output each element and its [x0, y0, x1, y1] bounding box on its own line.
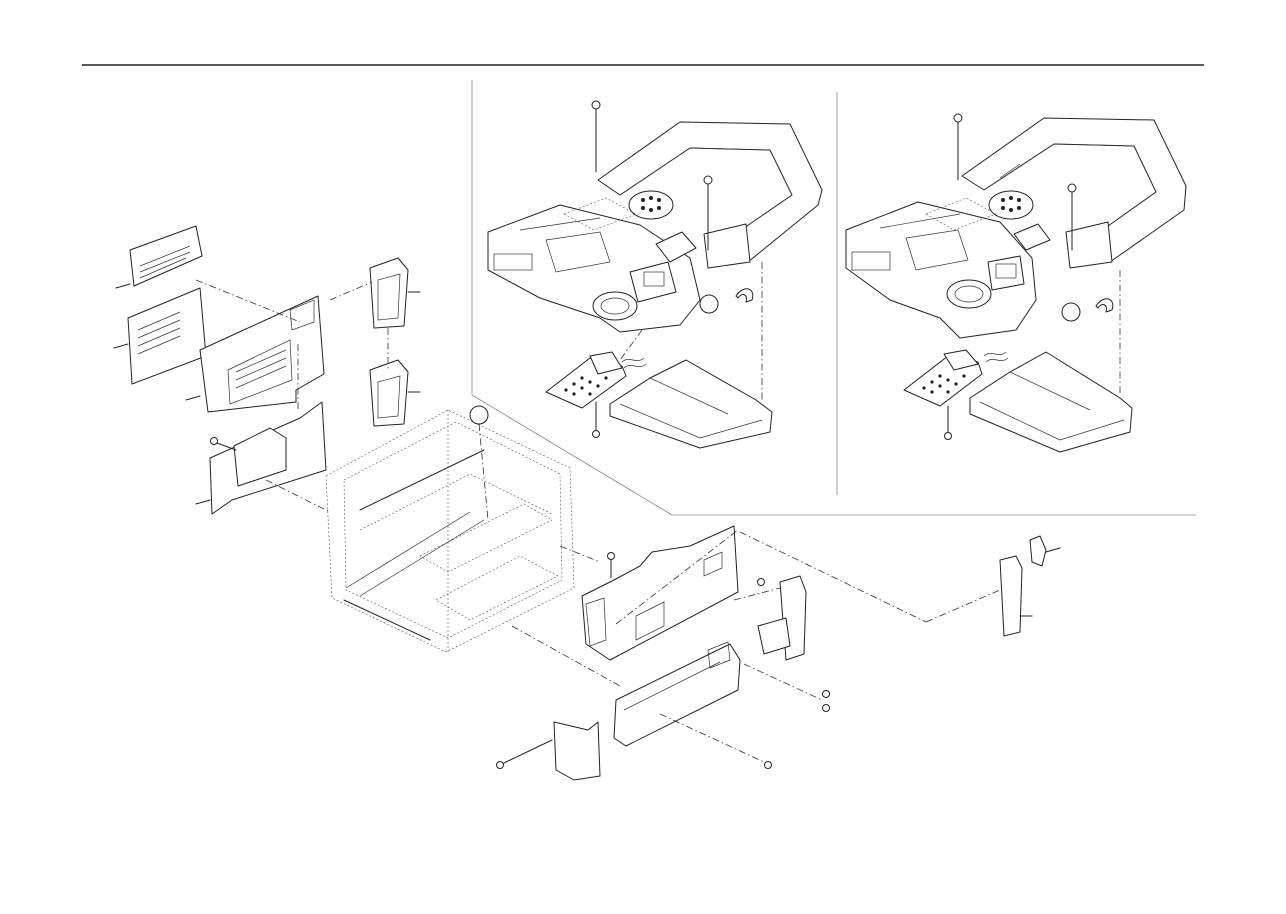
- screw-icon: [944, 113, 1077, 440]
- right-side-cover: [581, 525, 739, 661]
- front-right-cover: [613, 641, 741, 747]
- small-sheet: [655, 231, 697, 263]
- front-panel-housing-variant: [845, 201, 1037, 339]
- inset-1-top-cover-assembly: [487, 100, 823, 449]
- right-upper-cover: [369, 257, 421, 329]
- screw-icon: [210, 437, 218, 445]
- label-sheet: [563, 197, 637, 231]
- reference-circle: [1061, 302, 1081, 322]
- screw-icon: [822, 704, 830, 712]
- reference-circle: [699, 294, 719, 314]
- screw-icon: [591, 100, 713, 438]
- inset-2-top-cover-assembly: [845, 113, 1187, 453]
- far-right-bracket: [999, 535, 1061, 637]
- main-frame-chassis: [325, 405, 575, 653]
- screw-icon: [496, 761, 504, 769]
- keypad-sheet: [628, 190, 674, 220]
- exit-tray-variant: [969, 351, 1133, 453]
- rear-lower-frame: [195, 401, 327, 515]
- screw-icon: [607, 552, 615, 560]
- inset-frame: [471, 80, 1196, 516]
- front-panel-housing: [487, 204, 701, 333]
- exit-tray: [609, 359, 773, 449]
- keypad-ring: [592, 291, 638, 321]
- reference-circle: [469, 405, 489, 425]
- rear-frame-cover: [185, 295, 325, 413]
- hinge-hook: [735, 288, 754, 303]
- rear-lower-cover: [113, 287, 207, 385]
- rear-upper-cover: [115, 225, 203, 289]
- front-left-cover: [496, 721, 601, 781]
- assembly-leader-lines: [195, 279, 1001, 763]
- right-front-small-cover: [757, 575, 830, 769]
- screw-icon: [757, 578, 765, 586]
- screw-icon: [764, 761, 772, 769]
- screw-icon: [822, 690, 830, 698]
- keypad-pcb-variant: [903, 355, 983, 407]
- right-lower-cover: [369, 359, 421, 427]
